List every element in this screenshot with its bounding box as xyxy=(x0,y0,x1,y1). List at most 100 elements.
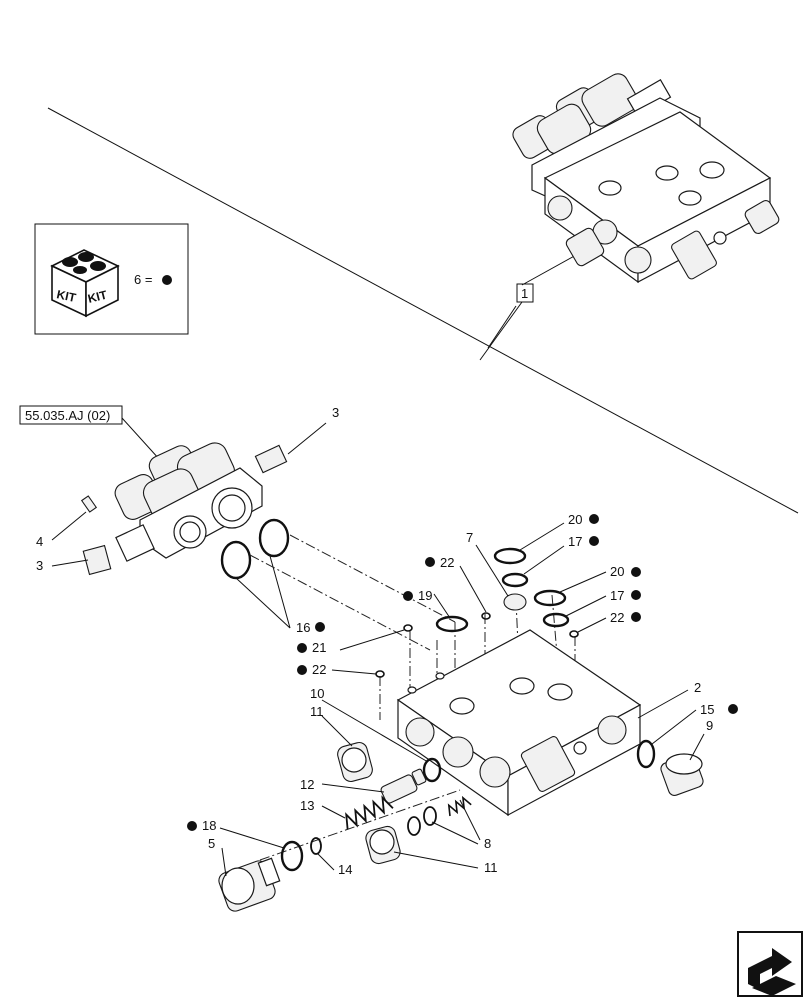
kit-dot-icon xyxy=(631,567,641,577)
leader-21 xyxy=(339,629,405,651)
leader-3a xyxy=(287,422,327,455)
spring-13 xyxy=(345,795,394,830)
kit-label-right: KIT xyxy=(86,287,109,305)
callout-2: 2 xyxy=(694,680,701,695)
reference-box xyxy=(19,405,123,425)
assembly-leader xyxy=(479,301,523,361)
o-ring-21 xyxy=(403,624,413,632)
callout-20a: 20 xyxy=(568,512,582,527)
o-ring-22a xyxy=(481,612,491,620)
reference-leader xyxy=(121,417,161,461)
callout-21: 21 xyxy=(312,640,326,655)
leader-22b xyxy=(577,617,607,633)
plug-5 xyxy=(218,857,281,912)
assembly-callout: 1 xyxy=(521,286,528,301)
leader-15 xyxy=(651,709,697,745)
reference-label: 55.035.AJ (02) xyxy=(25,408,110,423)
callout-11b: 11 xyxy=(484,860,498,875)
callout-22a: 22 xyxy=(440,555,454,570)
connector-plug xyxy=(254,444,288,474)
callout-9: 9 xyxy=(706,718,713,733)
spool-12 xyxy=(380,768,427,804)
plug-11b xyxy=(365,825,401,865)
callout-16: 16 xyxy=(296,620,310,635)
callout-3a: 3 xyxy=(332,405,339,420)
kit-dot-icon xyxy=(728,704,738,714)
kit-dot-icon xyxy=(162,275,172,285)
leader-11a xyxy=(321,715,353,747)
leader-11b xyxy=(393,851,479,869)
washer-14 xyxy=(310,837,322,855)
leader-16b xyxy=(269,555,291,629)
assembled-valve xyxy=(512,73,780,284)
callout-13: 13 xyxy=(300,798,314,813)
o-ring-15 xyxy=(636,739,656,769)
callout-8: 8 xyxy=(484,836,491,851)
callout-7: 7 xyxy=(466,530,473,545)
callout-17b: 17 xyxy=(610,588,624,603)
pilot-solenoid-assembly xyxy=(114,442,263,562)
kit-dot-icon xyxy=(297,665,307,675)
assembly-leader-3 xyxy=(521,253,579,286)
callout-5: 5 xyxy=(208,836,215,851)
assembly-leader-2 xyxy=(487,305,517,349)
leader-20b xyxy=(559,571,607,593)
o-ring-16a xyxy=(220,540,252,580)
leader-17a xyxy=(523,545,565,575)
leader-2 xyxy=(637,689,689,719)
o-ring-17b xyxy=(542,612,570,628)
o-ring-16b xyxy=(258,518,290,558)
spring-8 xyxy=(407,795,472,836)
kit-dot-icon xyxy=(425,557,435,567)
centerline xyxy=(249,554,431,651)
leader-3b xyxy=(51,559,89,567)
kit-dot-icon xyxy=(403,591,413,601)
leader-13 xyxy=(321,805,346,819)
callout-10: 10 xyxy=(310,686,324,701)
screw xyxy=(80,495,98,513)
plug-11a xyxy=(337,741,373,783)
callout-14: 14 xyxy=(338,862,352,877)
callout-4: 4 xyxy=(36,534,43,549)
leader-20a xyxy=(519,522,565,551)
o-ring-17a xyxy=(501,572,529,588)
leader-16a xyxy=(235,577,291,629)
kit-dot-icon xyxy=(631,612,641,622)
leader-18 xyxy=(219,827,285,849)
callout-17a: 17 xyxy=(568,534,582,549)
callout-20b: 20 xyxy=(610,564,624,579)
leader-10 xyxy=(321,699,429,763)
check-valve xyxy=(503,593,527,611)
leader-5 xyxy=(221,847,227,877)
kit-dot-icon xyxy=(315,622,325,632)
kit-dot-icon xyxy=(631,590,641,600)
o-ring-20b xyxy=(533,589,567,607)
kit-legend-frame xyxy=(34,223,189,335)
callout-19: 19 xyxy=(418,588,432,603)
leader-4 xyxy=(51,511,87,541)
kit-legend: KIT KIT 6 = xyxy=(34,223,189,335)
callout-15: 15 xyxy=(700,702,714,717)
leader-7 xyxy=(475,544,509,597)
connector-cap xyxy=(82,544,112,576)
o-ring-19 xyxy=(435,615,469,633)
leader-22c xyxy=(331,669,377,675)
leader-17b xyxy=(565,595,607,617)
callout-3b: 3 xyxy=(36,558,43,573)
callout-12: 12 xyxy=(300,777,314,792)
leader-22a xyxy=(459,565,487,613)
leader-14 xyxy=(317,853,335,871)
kit-dot-icon xyxy=(589,514,599,524)
divider-line xyxy=(47,107,799,514)
plug-9 xyxy=(660,753,704,796)
centerline xyxy=(259,789,461,861)
callout-18: 18 xyxy=(202,818,216,833)
centerline xyxy=(289,534,456,623)
kit-dot-icon xyxy=(589,536,599,546)
next-page-arrow-icon[interactable] xyxy=(737,931,803,997)
callout-11a: 11 xyxy=(310,704,324,719)
leader-8b xyxy=(431,821,479,845)
kit-dot-icon xyxy=(297,643,307,653)
assembly-callout-box xyxy=(516,283,534,303)
